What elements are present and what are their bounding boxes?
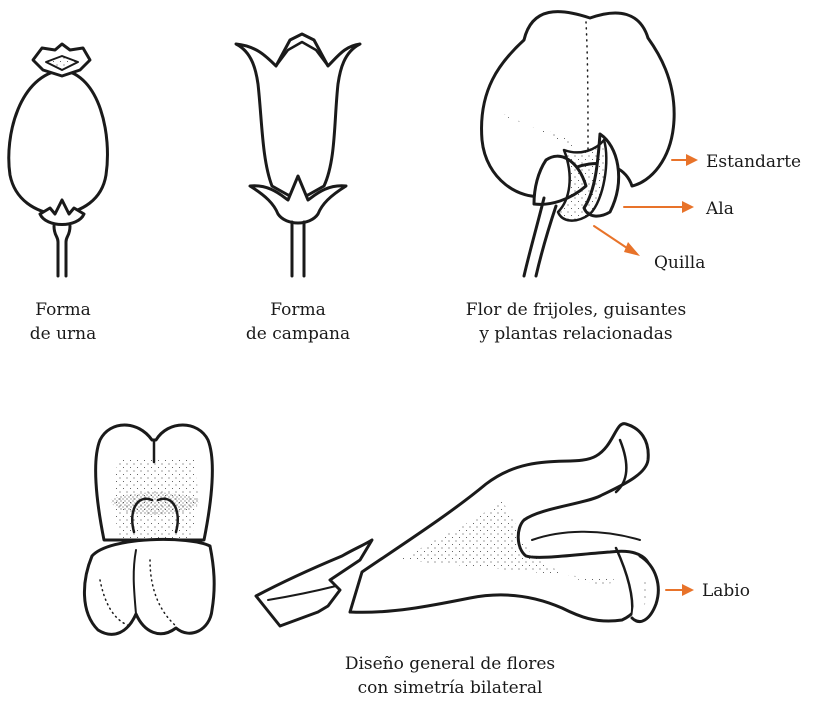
pea-flower-drawing — [482, 12, 675, 276]
caption-bell-line2: de campana — [238, 322, 358, 346]
caption-bilateral-line2: con simetría bilateral — [330, 676, 570, 700]
caption-urn-line2: de urna — [8, 322, 118, 346]
bell-flower-drawing — [236, 34, 360, 276]
bilateral-front-drawing — [84, 425, 214, 634]
callout-arrows — [594, 154, 698, 596]
caption-urn: Forma de urna — [8, 298, 118, 346]
bilateral-side-drawing — [256, 424, 658, 626]
caption-bilateral-line1: Diseño general de flores — [330, 652, 570, 676]
arrow-lip — [666, 584, 694, 596]
label-lip: Labio — [702, 581, 750, 601]
caption-bell: Forma de campana — [238, 298, 358, 346]
caption-pea-line2: y plantas relacionadas — [448, 322, 704, 346]
caption-pea: Flor de frijoles, guisantes y plantas re… — [448, 298, 704, 346]
urn-flower-drawing — [9, 44, 108, 276]
caption-urn-line1: Forma — [8, 298, 118, 322]
caption-pea-line1: Flor de frijoles, guisantes — [448, 298, 704, 322]
arrow-standard — [672, 154, 698, 166]
label-wing: Ala — [706, 199, 734, 219]
arrow-wing — [624, 201, 694, 213]
label-keel: Quilla — [654, 253, 705, 273]
label-standard: Estandarte — [706, 152, 801, 172]
caption-bell-line1: Forma — [238, 298, 358, 322]
arrow-keel — [594, 226, 640, 256]
caption-bilateral: Diseño general de flores con simetría bi… — [330, 652, 570, 700]
